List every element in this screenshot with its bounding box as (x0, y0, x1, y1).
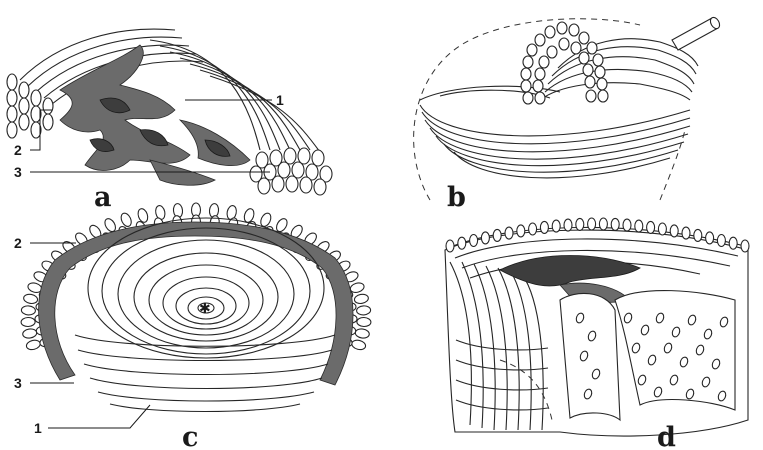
panel-d-cutaway-fold (560, 293, 620, 420)
fibre-end (741, 240, 749, 252)
fibre-end (647, 221, 655, 233)
fibre-end (552, 220, 560, 232)
panel-a-callout-3: 3 (14, 164, 22, 180)
fibre-end (21, 305, 36, 315)
fibre-end (354, 293, 369, 304)
panel-c-callout-3: 3 (14, 375, 22, 391)
fibre-end (481, 232, 489, 244)
panel-d-wall-striations (450, 262, 548, 430)
fibre-end (446, 240, 454, 252)
fibre-end (670, 225, 678, 237)
panel-a-curved-bundle (150, 40, 320, 152)
fibre-end (22, 328, 37, 339)
panel-a-callout-2: 2 (14, 142, 22, 158)
panel-b-arch-fibre-ends (521, 22, 608, 104)
panel-c-callout-2: 2 (14, 235, 22, 251)
panel-b-duct (672, 16, 721, 50)
fibre-end (119, 212, 133, 228)
fibre-end (706, 232, 714, 244)
fibre-end (540, 221, 548, 233)
fibre-end (635, 220, 643, 232)
fibre-end (470, 235, 478, 247)
fibre-end (23, 293, 38, 304)
panel-d-tissue-core (500, 256, 640, 287)
fibre-end (355, 328, 370, 339)
panel-b-bowl-fibres (420, 86, 690, 178)
fibre-end (493, 229, 501, 241)
fibre-end (576, 218, 584, 230)
fibre-end (658, 223, 666, 235)
fibre-end (529, 223, 537, 235)
panel-d: d (445, 218, 749, 450)
panel-b-letter: b (447, 182, 466, 213)
fibre-end (21, 317, 35, 327)
fibre-end (729, 237, 737, 249)
fibre-end (623, 219, 631, 231)
fibre-end (351, 339, 367, 351)
panel-c-letter: c (182, 422, 198, 450)
panel-c-callout-1: 1 (34, 420, 42, 436)
panel-c-center-mark: ✱ (199, 300, 211, 316)
fibre-end (588, 218, 596, 230)
fibre-end (517, 225, 525, 237)
fibre-end (694, 229, 702, 241)
fibre-end (458, 237, 466, 249)
fibre-end (717, 235, 725, 247)
fibre-end (599, 218, 607, 230)
panel-a: 1 2 3 a (7, 29, 332, 213)
panel-a-tissue-network (60, 45, 250, 185)
panel-a-letter: a (94, 182, 112, 213)
panel-d-letter: d (657, 422, 676, 450)
fibre-end (505, 227, 513, 239)
fibre-end (25, 339, 41, 351)
panel-a-callout-1: 1 (276, 92, 284, 108)
panel-b: b (414, 16, 722, 213)
fibre-end (611, 218, 619, 230)
fibre-end (564, 219, 572, 231)
fibre-end (356, 305, 371, 315)
fibre-end (682, 227, 690, 239)
panel-c: ✱ 2 3 1 c (14, 203, 371, 450)
fibre-end (357, 317, 371, 327)
fibre-end (136, 207, 149, 223)
